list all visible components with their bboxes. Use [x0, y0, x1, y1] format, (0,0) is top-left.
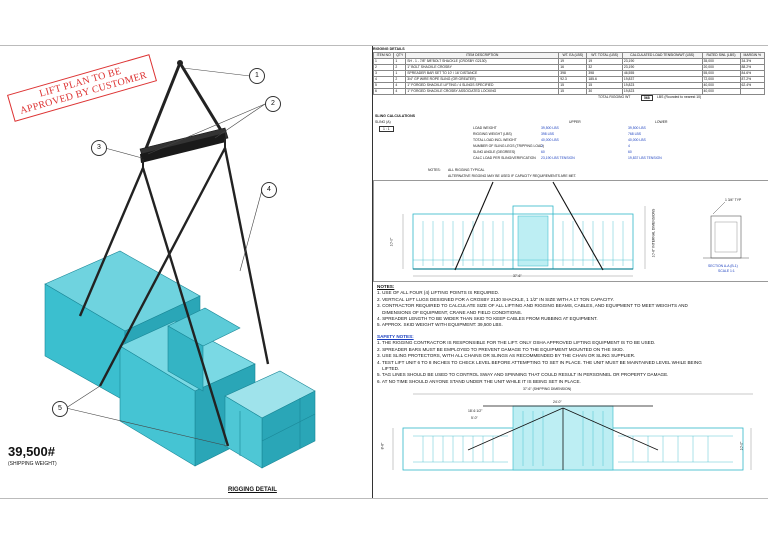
sling-row-label: SLING ANGLE (DEGREES)	[473, 150, 516, 154]
safety-note-item: 3. USE SLING PROTECTORS, WITH ALL CHAINS…	[377, 353, 636, 359]
sling-notes-label: NOTES:	[428, 168, 441, 172]
general-notes: NOTES: 1. USE OF ALL FOUR (4) LIFTING PO…	[377, 284, 762, 329]
note-item: 5. APPROX. SKID WEIGHT WITH EQUIPMENT: 3…	[377, 322, 503, 328]
sling-row-label: CALC LOAD PER SLING/VERIFICATION	[473, 156, 536, 160]
sling-row-lower: 40,000 LBS	[628, 138, 646, 142]
safety-note-item: 2. SPREADER BARS MUST BE EMPLOYED TO PRE…	[377, 346, 624, 352]
safety-note-item: 6. AT NO TIME SHOULD ANYONE STAND UNDER …	[377, 378, 581, 384]
note-item: 4. SPREADER LENGTH TO BE WIDER THAN SKID…	[377, 316, 598, 322]
sling-row-upper: 2	[541, 144, 543, 148]
shipping-weight: 39,500#	[8, 444, 55, 459]
safety-note-item: LIFTED.	[377, 366, 400, 372]
sling-row-label: TOTAL LOAD INCL WEIGHT	[473, 138, 517, 142]
sling-note-2: ALTERNATIVE RIGGING MAY BE USED IF CAPAC…	[448, 174, 577, 178]
sling-row-label: NUMBER OF SLING LEGS (TRIPPING LOAD)	[473, 144, 544, 148]
skid-equipment	[44, 250, 316, 469]
callout-5: 5	[52, 401, 68, 417]
sling-row-label: RIGGING WEIGHT (LBS)	[473, 132, 512, 136]
sling-upper-label: UPPER	[569, 120, 581, 124]
sling-row-upper: 39,500 LBS	[541, 126, 559, 130]
shipping-weight-label: (SHIPPING WEIGHT)	[8, 461, 57, 467]
section-label: SECTION A-A (B-1)	[708, 264, 738, 268]
section-leader-label: 1 3/4" TYP	[725, 198, 742, 202]
callout-4: 4	[261, 182, 277, 198]
notes-heading: NOTES:	[377, 284, 395, 289]
safety-note-item: 4. TEST LIFT UNIT 6 TO 8 INCHES TO CHECK…	[377, 359, 702, 365]
safety-notes: SAFETY NOTES: 1. THE RIGGING CONTRACTOR …	[377, 334, 762, 385]
hook-shackle	[177, 60, 183, 66]
rigging-details-table: RIGGING DETAILS ITEM NO QTY ITEM DESCRIP…	[372, 46, 768, 101]
sling-calcs-title: SLING CALCULATIONS	[375, 114, 416, 118]
elevation-view-frame	[373, 180, 768, 282]
sling-row-lower: 19,837 LBS TENSION	[628, 156, 662, 160]
note-item: DIMENSIONS OF EQUIPMENT, CRANE AND FIELD…	[377, 309, 522, 315]
note-item: 3. CONTRACTOR REQUIRED TO CALCULATE SIZE…	[377, 303, 688, 309]
sling-row-upper: 60	[541, 150, 545, 154]
right-panel: RIGGING DETAILS ITEM NO QTY ITEM DESCRIP…	[372, 46, 768, 498]
section-view	[703, 201, 749, 259]
plan-dim-mid: 24'-0"	[553, 400, 562, 404]
rigging-table-title: RIGGING DETAILS	[373, 47, 405, 51]
sling-row-lower: 4	[628, 144, 630, 148]
total-rigging-value: 568	[641, 95, 653, 101]
elevation-and-plan-drawings	[392, 181, 753, 471]
total-rigging-label: TOTAL RIGGING WT	[598, 95, 631, 99]
safety-note-item: 1. THE RIGGING CONTRACTOR IS RESPONSIBLE…	[377, 340, 656, 346]
rigging-isometric-drawing	[44, 60, 316, 469]
safety-notes-heading: SAFETY NOTES:	[377, 334, 414, 339]
upper-sling-left	[143, 62, 182, 152]
sling-note-1: ALL RIGGING TYPICAL	[448, 168, 485, 172]
sling-calcs-sub: SLING (A)	[375, 120, 391, 124]
drawing-sheet: 1 2 3 4 5 LIFT PLAN TO BE APPROVED BY CU…	[0, 45, 768, 499]
note-item: 1. USE OF ALL FOUR (4) LIFTING POINTS IS…	[377, 290, 500, 296]
rigging-table-header: ITEM NO QTY ITEM DESCRIPTION WT. EA (LBS…	[372, 52, 766, 59]
lower-sling-3	[98, 147, 227, 387]
lower-sling-4	[223, 147, 270, 365]
plan-dim-left2: 5'-0"	[471, 416, 478, 420]
upper-sling-right	[178, 62, 224, 133]
sling-row-label: LOAD WEIGHT	[473, 126, 497, 130]
section-scale: SCALE 1:1	[718, 269, 735, 273]
sling-calcs-ratio: 1 : 1	[379, 126, 394, 132]
elevation-dim-height: 10'-0"	[389, 237, 394, 247]
elevation-dim-bottom: 37'-6"	[513, 274, 522, 278]
callout-2: 2	[265, 96, 281, 112]
sling-lower-label: LOWER	[655, 120, 668, 124]
callout-1: 1	[249, 68, 265, 84]
sling-row-lower: 60	[628, 150, 632, 154]
rigging-detail-title: RIGGING DETAIL	[228, 487, 277, 493]
callout-3: 3	[91, 140, 107, 156]
plan-dim-left1: 18'-6 1/2"	[468, 409, 483, 413]
safety-note-item: 5. TAG LINES SHOULD BE USED TO CONTROL S…	[377, 372, 669, 378]
sheet-divider	[372, 46, 373, 498]
rigging-table-cell	[739, 88, 766, 95]
sling-row-upper: 23,190 LBS TENSION	[541, 156, 575, 160]
total-rigging-note: LBS (Rounded to nearest 10)	[657, 95, 702, 99]
plan-dim-top: 37'-6" (SHIPPING DIMENSION)	[523, 387, 572, 391]
side-elevation	[402, 181, 646, 277]
callout-leaders	[65, 67, 266, 447]
lower-sling-1	[78, 167, 145, 317]
sling-row-upper: 40,000 LBS	[541, 138, 559, 142]
plan-dim-side: 8'-6"	[380, 442, 385, 450]
elevation-dim-right: 10'-6" INTERNAL DIMENSIONS	[651, 208, 656, 258]
rigging-table-cell: 6	[372, 88, 395, 95]
sling-row-lower: 768 LBS	[628, 132, 642, 136]
rigging-table-cell: 30	[586, 88, 623, 95]
note-item: 2. VERTICAL LIFT LUGS DESIGNED FOR A CRO…	[377, 296, 615, 302]
plan-view	[392, 393, 753, 471]
rigging-detail-view: 1 2 3 4 5 LIFT PLAN TO BE APPROVED BY CU…	[0, 46, 372, 498]
lower-sling-2	[141, 167, 230, 447]
sling-row-lower: 39,500 LBS	[628, 126, 646, 130]
plan-dim-right: 10'-0"	[739, 441, 744, 451]
sling-row-upper: 398 LBS	[541, 132, 555, 136]
